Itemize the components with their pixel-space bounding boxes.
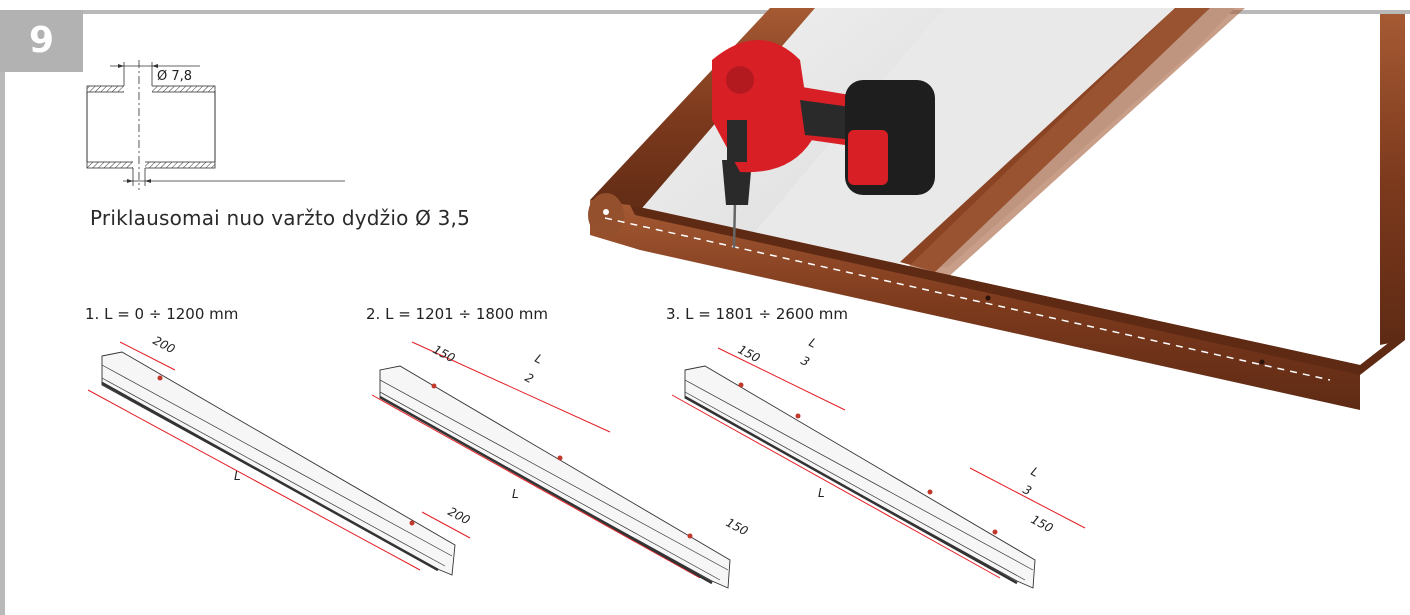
profile-3-start-offset: 150: [736, 342, 763, 365]
screw-size-caption: Priklausomai nuo varžto dydžio Ø 3,5: [90, 206, 471, 230]
profile-2-start-offset: 150: [431, 342, 458, 365]
profile-3-end-offset: 150: [1029, 512, 1056, 535]
profile-2-half-dim: [411, 341, 611, 433]
hole-cross-section: Ø 7,8: [86, 60, 345, 190]
profile-2-length-label: L: [512, 487, 519, 501]
profile-1-hole-2: [409, 520, 415, 526]
profile-1-hole-1: [157, 375, 163, 381]
step-number-badge: 9: [0, 10, 83, 72]
profile-1-start-offset: 200: [151, 333, 178, 356]
frame-border-left: [0, 10, 5, 615]
profile-2-hole-3: [687, 533, 693, 539]
profile-1-diagram: 200 200 L: [87, 333, 473, 576]
profile-3-hole-4: [992, 529, 998, 535]
profile-3-third-2-numerator: L: [1029, 464, 1041, 480]
cordless-drill-icon: [712, 40, 935, 249]
section-bottom-wall: [86, 161, 216, 169]
hole-gap-bottom: [133, 161, 145, 169]
profile-1-end-offset: 200: [446, 504, 473, 527]
frame-rail-bottom: [590, 200, 1360, 410]
profile-3-third-1-denominator: 3: [799, 353, 812, 369]
profile-3-hole-3: [927, 489, 933, 495]
profile-2-half-numerator: L: [533, 351, 545, 367]
profile-3-range-label: 3. L = 1801 ÷ 2600 mm: [666, 305, 848, 323]
profile-3-diagram: 150 150 L 3 L 3 L: [671, 335, 1086, 589]
hole-gap-top: [124, 85, 152, 93]
glass-panel-right: [945, 14, 1405, 372]
frame-drill-illustration: [588, 8, 1405, 410]
profile-3-length-dim: [671, 394, 1001, 579]
profile-2-end-offset: 150: [724, 515, 751, 538]
hole-diameter-label: Ø 7,8: [157, 69, 192, 84]
profile-3-third-dim-1: [717, 347, 846, 411]
frame-border-top: [0, 10, 1410, 14]
profile-3-third-1-numerator: L: [807, 335, 819, 351]
profile-3-hole-1: [738, 382, 744, 388]
profile-3-third-dim-2: [969, 467, 1086, 529]
profile-3-body: [684, 365, 1036, 589]
profile-2-length-dim: [371, 394, 701, 579]
profile-1-length-label: L: [234, 469, 241, 483]
profile-3-length-label: L: [818, 486, 825, 500]
profile-2-hole-1: [431, 383, 437, 389]
frame-rail-right: [1380, 14, 1405, 345]
profile-1-range-label: 1. L = 0 ÷ 1200 mm: [85, 305, 239, 323]
profile-3-hole-2: [795, 413, 801, 419]
drill-guide-dashed-line: [604, 217, 1331, 381]
profile-1-length-dim: [87, 389, 421, 571]
profile-1-body: [101, 351, 456, 576]
profile-2-half-denominator: 2: [523, 370, 536, 386]
profile-2-range-label: 2. L = 1201 ÷ 1800 mm: [366, 305, 548, 323]
profile-2-hole-2: [557, 455, 563, 461]
